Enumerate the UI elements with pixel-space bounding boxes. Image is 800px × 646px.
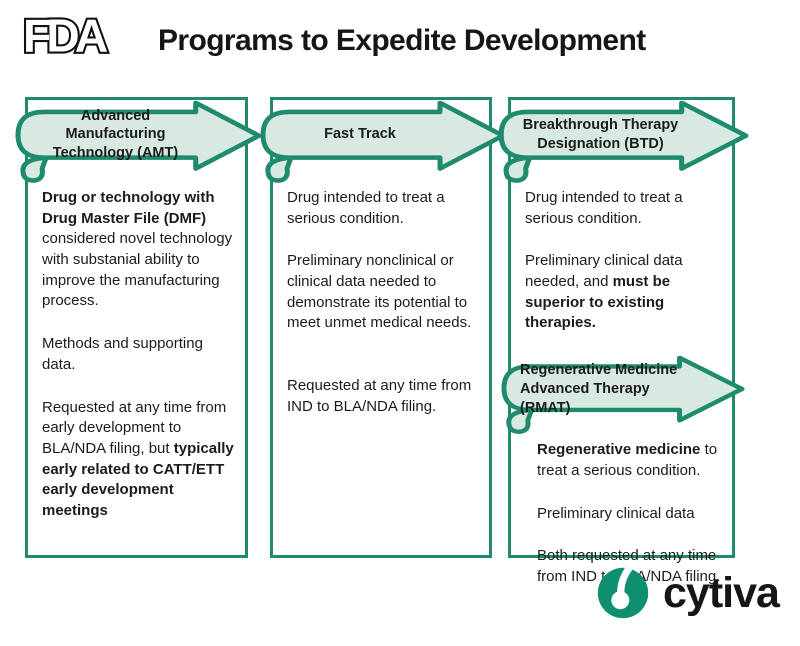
page-title: Programs to Expedite Development: [158, 24, 646, 57]
paragraph: Requested at any time from early develop…: [42, 398, 234, 519]
paragraph: Requested at any time from IND to BLA/ND…: [287, 377, 472, 415]
paragraph: Both requested at any time from IND to B…: [537, 547, 721, 585]
btd-column-body: Drug intended to treat a serious conditi…: [501, 188, 745, 588]
btd-paragraphs: Drug intended to treat a serious conditi…: [525, 188, 721, 334]
paragraph: Methods and supporting data.: [42, 335, 203, 373]
fast-track-arrow-label: Fast Track: [324, 126, 396, 143]
fast-track-column-body: Drug intended to treat a serious conditi…: [273, 188, 489, 418]
paragraph: Regenerative medicine to treat a serious…: [537, 441, 718, 479]
fda-logo-text: FDA: [23, 9, 108, 60]
ribbon-arrow-icon: [501, 356, 745, 435]
paragraph: Drug or technology with Drug Master File…: [42, 189, 233, 310]
ribbon-arrow-icon: [498, 101, 749, 183]
btd-arrow-banner: Breakthrough Therapy Designation (BTD): [495, 101, 750, 185]
rmat-arrow-label: Regenerative Medicine Advanced Therapy (…: [520, 362, 678, 417]
column-fast-track: Fast Track Drug intended to treat a seri…: [260, 97, 506, 558]
paragraph: Preliminary clinical data: [537, 504, 695, 522]
ribbon-arrow-icon: [260, 101, 506, 183]
fda-logo-icon: FDA: [21, 7, 115, 63]
rmat-arrow-banner: Regenerative Medicine Advanced Therapy (…: [498, 356, 746, 436]
fast-track-arrow-banner: Fast Track: [257, 101, 507, 185]
fda-logo: FDA: [21, 7, 122, 64]
cytiva-drop-icon: [597, 566, 649, 619]
amt-column-body: Drug or technology with Drug Master File…: [28, 188, 245, 522]
btd-arrow-label: Breakthrough Therapy Designation (BTD): [522, 117, 679, 152]
paragraph: Drug intended to treat a serious conditi…: [525, 189, 683, 227]
amt-arrow-label: Advanced Manufacturing Technology (AMT): [52, 108, 179, 161]
amt-arrow-banner: Advanced Manufacturing Technology (AMT): [12, 101, 263, 185]
rmat-section: Regenerative medicine to treat a serious…: [525, 440, 721, 587]
column-btd: Breakthrough Therapy Designation (BTD) D…: [498, 97, 749, 585]
cytiva-wordmark: cytiva: [663, 569, 780, 617]
cytiva-logo: cytiva: [596, 566, 780, 620]
paragraph: Preliminary clinical data needed, and mu…: [525, 252, 683, 332]
ribbon-arrow-icon: [15, 101, 262, 183]
column-amt: Advanced Manufacturing Technology (AMT) …: [15, 97, 262, 558]
paragraph: Preliminary nonclinical or clinical data…: [287, 252, 472, 332]
paragraph: Drug intended to treat a serious conditi…: [287, 189, 445, 227]
